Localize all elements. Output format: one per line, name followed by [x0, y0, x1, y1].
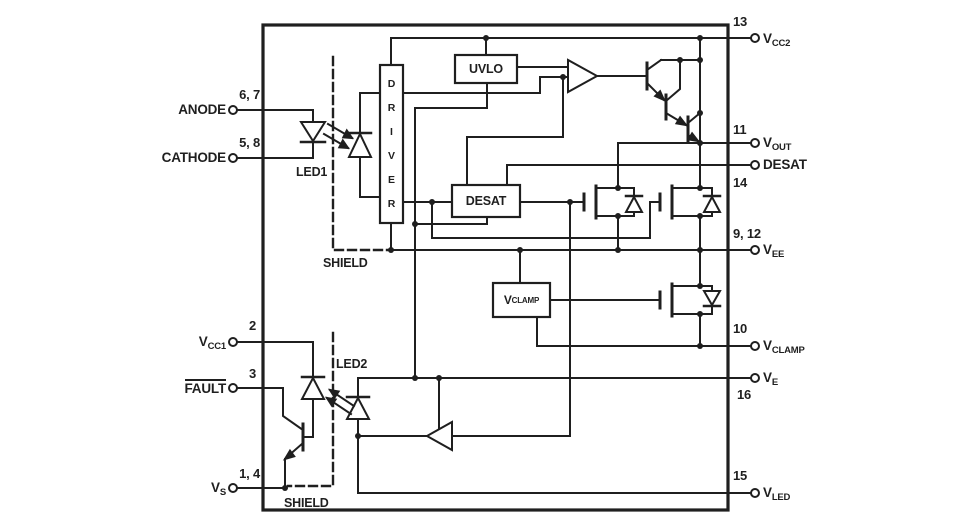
buffer-amp-icon: [567, 58, 600, 94]
pin-label-anode: ANODE: [178, 102, 226, 117]
desat-mosfets: [431, 184, 722, 251]
pin-circle-vs: [228, 483, 238, 493]
pin-number-cathode: 5, 8: [239, 135, 260, 150]
led1-label: LED1: [296, 165, 328, 179]
pin-circle-vclamp: [750, 341, 760, 351]
pin-terminals: [228, 33, 760, 498]
pin-number-vs: 1, 4: [239, 466, 260, 481]
shield-top-dashed-line: [331, 55, 391, 252]
pin-circle-vled: [750, 488, 760, 498]
pin-circle-desat: [750, 160, 760, 170]
pin-number-anode: 6, 7: [239, 87, 260, 102]
pin-number-fault: 3: [248, 366, 256, 381]
desat-block-box: [450, 183, 522, 219]
junction-dots: [282, 35, 703, 491]
pin-number-desat: 14: [733, 175, 748, 190]
pin-circle-cathode: [228, 153, 238, 163]
pin-label-cathode: CATHODE: [161, 150, 227, 165]
desat-block-label: DESAT: [465, 194, 507, 208]
pin-number-vled: 15: [733, 468, 748, 483]
body-diode-icon: [624, 194, 644, 213]
pin-label-fault: FAULT: [184, 379, 226, 396]
pin-number-vee: 9, 12: [733, 226, 761, 241]
pin-number-vout: 11: [733, 122, 747, 137]
pin-circle-fault: [228, 383, 238, 393]
vclamp-stage: [519, 249, 752, 347]
pin-label-vcc1: VCC1: [198, 334, 226, 352]
pin-circle-anode: [228, 105, 238, 115]
driver-uvlo-wiring: [390, 37, 752, 379]
pin-circle-vcc1: [228, 337, 238, 347]
ic-outline-box: [261, 23, 730, 512]
pin-number-ve: 16: [737, 387, 752, 402]
pin-label-vs: VS: [211, 480, 226, 498]
vclamp-rail: [536, 316, 752, 347]
pin-circle-vee: [750, 245, 760, 255]
shield-top-label: SHIELD: [323, 256, 368, 270]
driver-block-box: [378, 63, 405, 225]
light-arrow-icon: [327, 388, 341, 400]
feedback-buffer-icon: [424, 420, 453, 452]
uvlo-block-label: UVLO: [469, 62, 503, 76]
led2-label: LED2: [336, 357, 368, 371]
led1-diode-icon: [299, 121, 327, 143]
led2-feedback-stage: [324, 201, 752, 494]
light-arrow-icon: [337, 138, 351, 150]
pin-label-desat: DESAT: [763, 157, 807, 172]
pin-label-vcc2: VCC2: [763, 31, 791, 49]
pin-number-vcc2: 13: [733, 14, 748, 29]
light-arrow-icon: [324, 396, 338, 408]
pin-circle-vcc2: [750, 33, 760, 43]
shield-bottom-label: SHIELD: [284, 496, 329, 510]
photodiode2-icon: [300, 375, 326, 400]
pin-number-vcc1: 2: [248, 318, 256, 333]
pin-label-ve: VE: [763, 370, 778, 388]
shield-bottom-dashed-line: [286, 331, 335, 488]
pin-label-vclamp: VCLAMP: [763, 338, 805, 356]
uvlo-block-box: [453, 53, 519, 85]
pin-label-vee: VEE: [763, 242, 785, 260]
body-diode-icon: [702, 194, 722, 213]
vclamp-block-box: [491, 281, 552, 319]
led2-diode-icon: [345, 395, 371, 420]
pin-circle-vout: [750, 138, 760, 148]
fault-output-stage: [236, 341, 326, 489]
pin-number-vclamp: 10: [733, 321, 748, 336]
driver-block-label: D R I V E R: [387, 78, 396, 210]
pin-label-vout: VOUT: [763, 135, 792, 153]
pin-label-vled: VLED: [763, 485, 791, 503]
pin-circle-ve: [750, 373, 760, 383]
clamp-diode-icon: [702, 290, 722, 308]
